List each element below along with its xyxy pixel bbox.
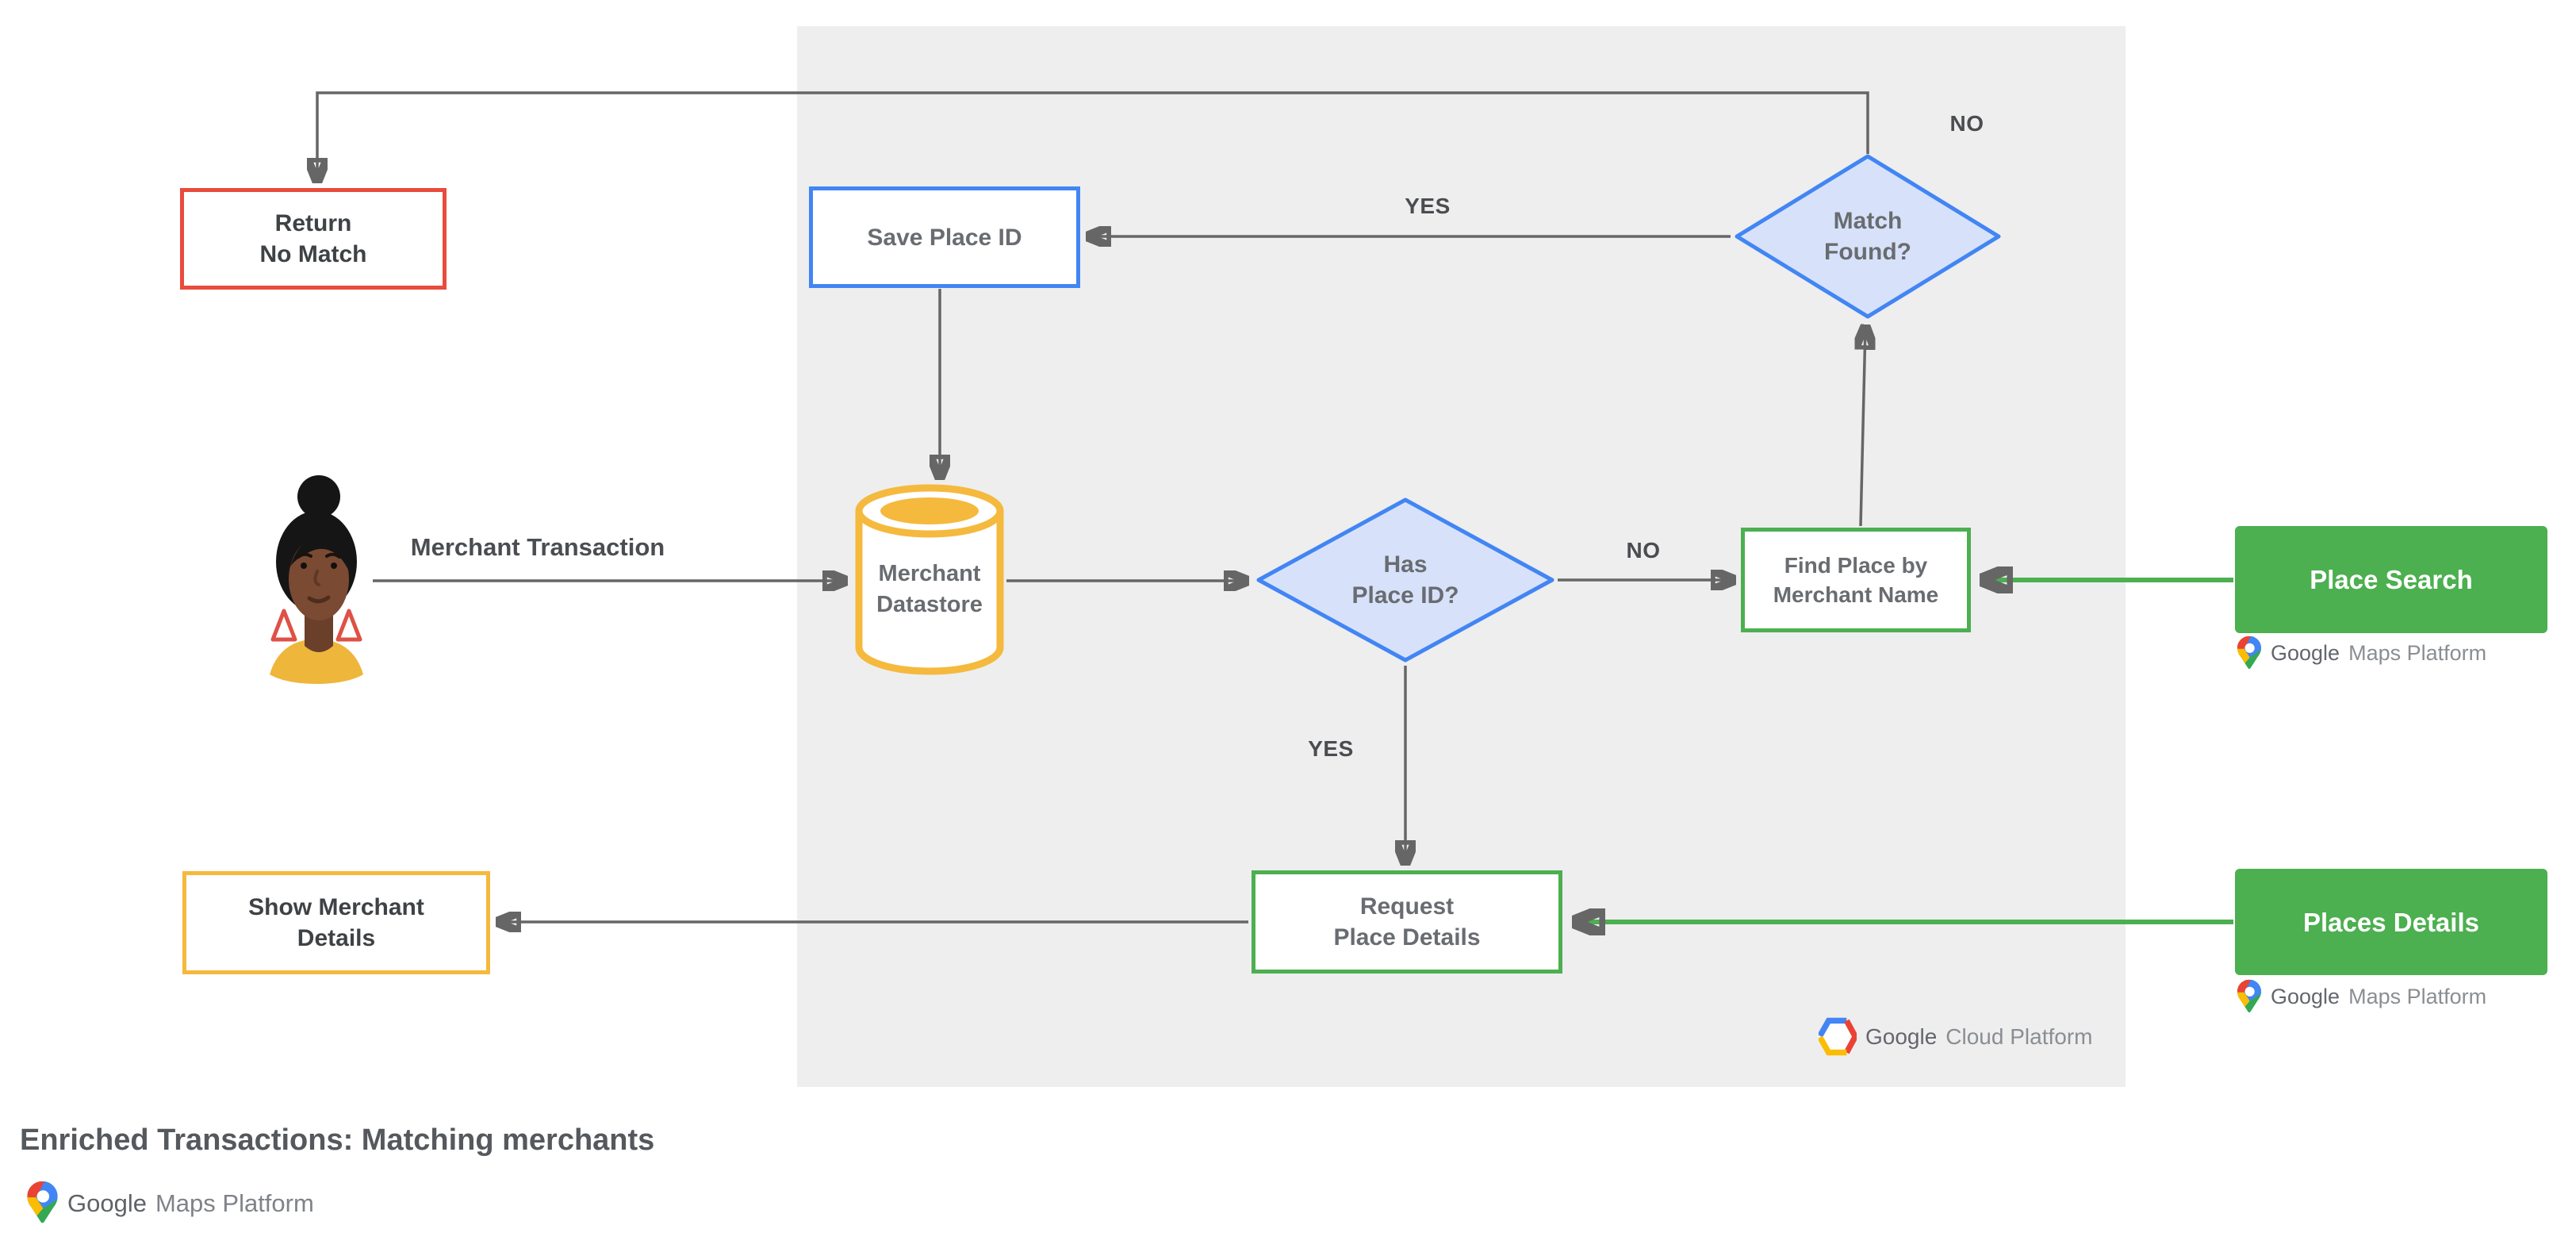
node-label: Match (1833, 208, 1903, 234)
diamond-shape (1735, 154, 2001, 319)
logo-text: Maps Platform (2348, 641, 2487, 665)
maps-pin-icon (26, 1181, 59, 1226)
node-label: Place ID? (1351, 582, 1459, 609)
api-places-details: Places Details (2235, 869, 2547, 975)
node-label: Merchant (878, 561, 981, 586)
logo-text: Google (2271, 985, 2340, 1008)
node-label: Datastore (876, 592, 983, 617)
cloud-platform-logo: Google Cloud Platform (1819, 1017, 2092, 1056)
node-label: No Match (259, 241, 367, 267)
cloud-hexagon-icon (1819, 1017, 1857, 1056)
logo-text: Google (1865, 1023, 1938, 1049)
api-label: Places Details (2303, 907, 2479, 937)
node-label: Request (1359, 893, 1455, 920)
node-match-found: Match Found? (1733, 152, 2003, 321)
edge-label-yes: YES (1308, 736, 1354, 761)
node-label: Return (274, 210, 352, 236)
api-label: Place Search (2310, 565, 2473, 594)
earring-left (270, 609, 297, 642)
node-has-place-id: Has Place ID? (1255, 496, 1556, 664)
node-label: Merchant Name (1773, 582, 1939, 607)
edge-match-found-no-to-return (317, 91, 1869, 181)
logo-text: Maps Platform (155, 1189, 314, 1217)
node-save-place-id: Save Place ID (809, 186, 1080, 288)
node-return-no-match: Return No Match (180, 188, 447, 290)
node-label: Save Place ID (867, 224, 1022, 251)
node-find-place-by-merchant-name: Find Place by Merchant Name (1741, 528, 1971, 632)
node-label: Details (297, 925, 376, 951)
edge-label-no: NO (1949, 111, 1984, 136)
user-avatar (270, 475, 363, 684)
maps-platform-logo: Google Maps Platform (2237, 979, 2486, 1015)
node-request-place-details: Request Place Details (1252, 870, 1562, 974)
earring-right (335, 609, 362, 642)
maps-pin-icon (2237, 636, 2262, 671)
logo-text: Cloud Platform (1945, 1023, 2093, 1049)
diamond-shape (1256, 497, 1554, 662)
node-show-merchant-details: Show Merchant Details (182, 871, 490, 974)
maps-platform-logo: Google Maps Platform (2237, 636, 2486, 671)
api-place-search: Place Search (2235, 526, 2547, 633)
edge-label-yes: YES (1405, 194, 1451, 218)
cylinder-shape (855, 484, 1004, 675)
node-label: Find Place by (1784, 553, 1928, 578)
node-merchant-datastore: Merchant Datastore (854, 482, 1005, 678)
node-label: Found? (1824, 239, 1911, 265)
merchant-transaction-label: Merchant Transaction (410, 533, 665, 561)
logo-text: Google (67, 1189, 147, 1217)
node-label: Show Merchant (248, 894, 424, 920)
maps-platform-logo-footer: Google Maps Platform (26, 1181, 314, 1226)
logo-text: Google (2271, 641, 2340, 665)
maps-pin-icon (2237, 979, 2262, 1015)
edge-find-place-to-match-found (1861, 327, 1865, 527)
node-label: Has (1383, 551, 1428, 578)
edge-label-no: NO (1626, 538, 1661, 563)
logo-text: Maps Platform (2348, 985, 2487, 1008)
page-title: Enriched Transactions: Matching merchant… (20, 1123, 655, 1157)
node-label: Place Details (1333, 924, 1481, 951)
